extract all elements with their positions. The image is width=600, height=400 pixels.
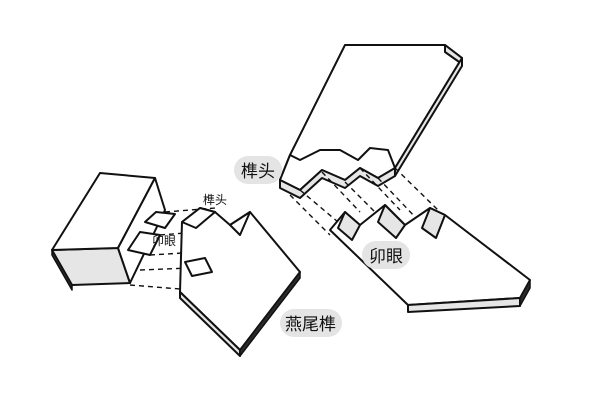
right-mortise-socket-2 <box>377 204 406 239</box>
tenon-label-pill: 榫头 <box>234 156 282 184</box>
left-mortise-block-bottom-face <box>51 247 131 286</box>
left-tenon-notch-2 <box>229 211 251 236</box>
right-mortise-board <box>329 204 531 313</box>
right-projection-line-5 <box>377 177 419 221</box>
right-projection-line-6 <box>394 167 439 211</box>
joint-name-pill: 燕尾榫 <box>280 309 342 337</box>
right-projection-line-2 <box>321 171 361 213</box>
right-tenon-board <box>279 44 463 199</box>
right-mortise-socket-1 <box>337 211 361 241</box>
left-tenon-block <box>179 207 301 357</box>
left-tenon-label: 榫头 <box>203 192 227 207</box>
left-tenon-block-edge <box>239 271 301 357</box>
right-joint-assembly: 榫头 卯眼 <box>234 44 531 313</box>
left-projection-line-5 <box>129 284 181 290</box>
right-projection-line-7 <box>289 194 331 236</box>
right-projection-line-4 <box>359 167 401 211</box>
joint-name-background <box>280 309 342 337</box>
right-mortise-board-edge <box>519 279 531 307</box>
left-joint-assembly: 榫头 卯眼 <box>51 172 301 357</box>
right-mortise-socket-3 <box>421 207 446 239</box>
left-mortise-label: 卯眼 <box>152 234 176 248</box>
left-tenon-notch-1 <box>181 207 216 229</box>
mortise-label-background <box>362 241 410 269</box>
joint-name-label: 燕尾榫 <box>285 315 336 335</box>
right-projection-line-1 <box>299 189 339 223</box>
left-mortise-block-front-face <box>117 177 166 284</box>
mortise-label: 卯眼 <box>369 247 403 267</box>
tenon-label: 榫头 <box>241 162 275 182</box>
tenon-label-background <box>234 156 282 184</box>
left-mortise-block-edge <box>51 249 73 291</box>
left-mortise-block <box>51 172 176 291</box>
left-mortise-socket-2 <box>144 211 176 229</box>
left-tenon-notch-3 <box>184 257 213 277</box>
mortise-label-pill: 卯眼 <box>362 241 410 269</box>
